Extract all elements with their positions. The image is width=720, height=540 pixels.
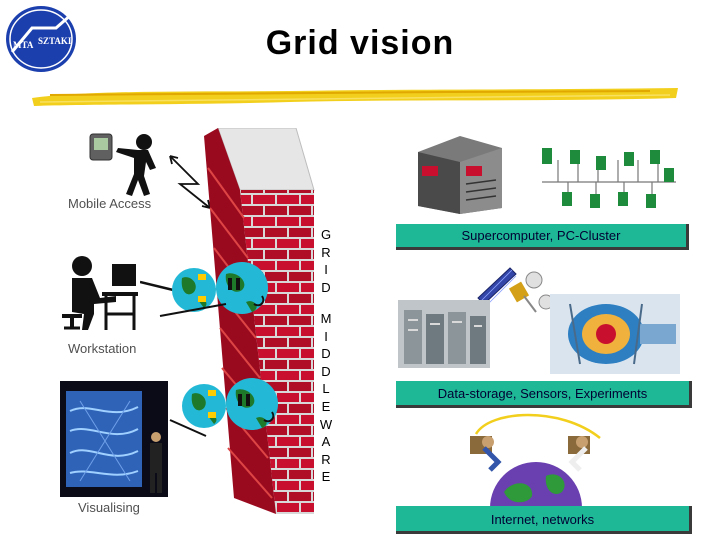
supercomputer <box>412 132 508 216</box>
logo: MTA SZTAKI <box>4 4 78 74</box>
middleware-letter: E <box>321 398 331 414</box>
middleware-letter: D <box>321 346 331 362</box>
storage-room-icon <box>398 300 490 368</box>
logo-icon: MTA SZTAKI <box>6 6 76 72</box>
logo-right-text: SZTAKI <box>38 36 72 46</box>
lightning-icon <box>169 155 211 209</box>
video-wall-icon <box>60 381 168 497</box>
video-wall <box>60 381 168 497</box>
pda-user-icon <box>89 133 156 196</box>
brush-stroke <box>30 84 680 108</box>
cable-line <box>158 300 228 320</box>
grid-vertical-text: G R I D <box>318 226 334 296</box>
globe-plug-top <box>170 256 274 326</box>
middleware-vertical-text: M I D D L E W A R E <box>318 310 334 486</box>
label-storage: Data-storage, Sensors, Experiments <box>396 381 692 408</box>
page-title: Grid vision <box>265 24 455 62</box>
logo-left-text: MTA <box>13 40 34 50</box>
satellite-icon <box>477 267 554 313</box>
pda-user <box>84 128 176 200</box>
satellite <box>474 262 558 322</box>
grid-letter: R <box>321 244 331 260</box>
grid-letter: G <box>320 227 332 242</box>
cable-line-2 <box>168 418 208 438</box>
middleware-letter: M <box>320 311 332 326</box>
middleware-letter: R <box>321 451 331 467</box>
caption-mobile: Mobile Access <box>68 196 152 211</box>
network-cluster-icon <box>542 148 676 208</box>
caption-visualising: Visualising <box>78 500 140 515</box>
middleware-letter: A <box>321 434 331 450</box>
middleware-letter: W <box>319 416 333 432</box>
lightning <box>166 152 214 210</box>
caption-workstation: Workstation <box>68 341 137 356</box>
label-supercomputer: Supercomputer, PC-Cluster <box>396 224 689 250</box>
globe-plug-bottom <box>180 372 284 442</box>
storage-room <box>398 300 490 368</box>
earth-network-icon <box>470 413 601 508</box>
grid-letter: I <box>324 262 328 278</box>
label-internet: Internet, networks <box>396 506 692 534</box>
middleware-letter: L <box>322 381 330 397</box>
globe-plug-icon <box>182 378 278 430</box>
grid-letter: D <box>321 279 331 295</box>
middleware-letter: E <box>321 469 331 485</box>
workstation-user <box>58 254 142 332</box>
detector <box>550 294 680 374</box>
globe-plug-icon <box>172 262 268 314</box>
middleware-letter: I <box>324 328 328 344</box>
middleware-letter: D <box>321 363 331 379</box>
detector-icon <box>550 294 680 374</box>
network-cluster <box>538 146 680 212</box>
workstation-user-icon <box>62 256 138 330</box>
supercomputer-icon <box>418 136 502 214</box>
earth-network <box>450 412 620 508</box>
